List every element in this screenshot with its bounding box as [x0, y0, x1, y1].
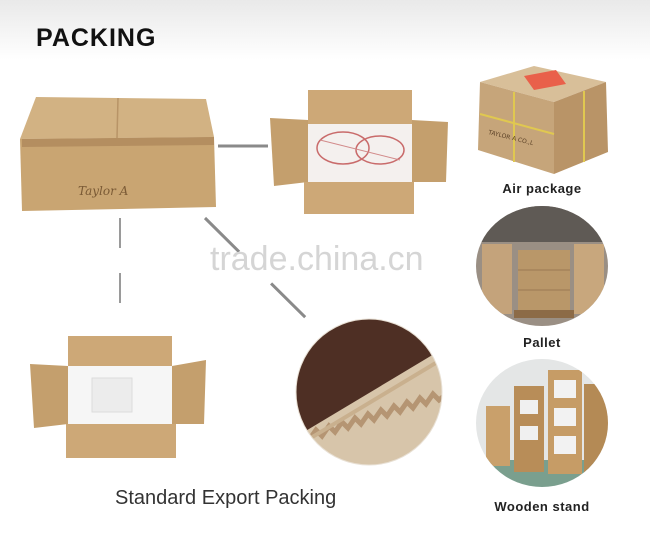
flap-left: [30, 364, 68, 428]
label-wooden-stand: Wooden stand: [494, 499, 590, 514]
page-title: PACKING: [36, 24, 157, 52]
connector-line-diagonal: [203, 216, 312, 324]
watermark: trade.china.cn: [210, 240, 424, 278]
open-box-with-foam: [30, 336, 206, 458]
flap-right: [412, 120, 448, 182]
flap-front: [66, 424, 176, 458]
box-front-face: [20, 137, 216, 211]
label-air-package: Air package: [502, 181, 582, 196]
header-bar: [0, 0, 650, 60]
caption-standard-export-packing: Standard Export Packing: [115, 487, 337, 509]
box-tape: [22, 137, 214, 147]
flap-back: [308, 90, 412, 124]
flap-back: [68, 336, 172, 366]
pallet-photo: [476, 206, 608, 326]
product-tray: [308, 124, 412, 182]
closed-carton-box: Taylor A: [20, 97, 216, 211]
flap-front: [304, 182, 414, 214]
wooden-stand-photo: [476, 359, 608, 487]
label-pallet: Pallet: [523, 335, 561, 350]
flap-right: [172, 360, 206, 424]
open-box-with-product: [270, 90, 448, 214]
corrugated-cardboard-closeup: [295, 318, 443, 466]
air-package-photo: TAYLOR A CO.,L: [478, 66, 608, 174]
flap-left: [270, 118, 308, 186]
box-logo: Taylor A: [78, 184, 129, 198]
